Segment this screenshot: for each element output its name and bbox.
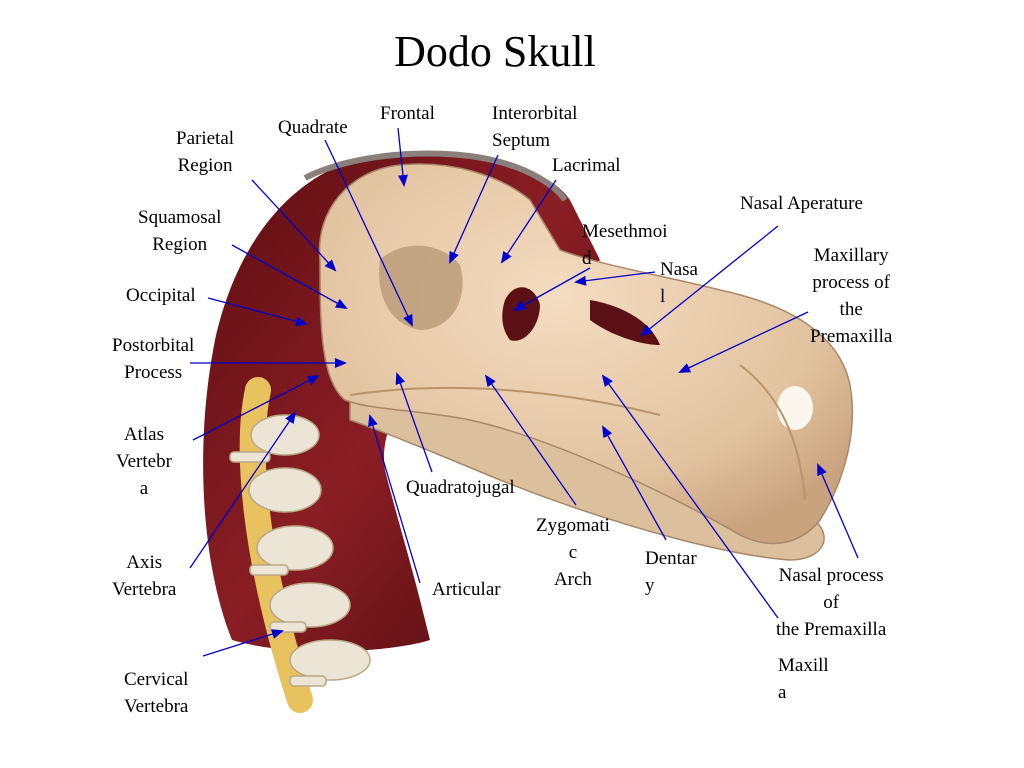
arrow-lacrimal <box>500 179 557 264</box>
arrow-maxillary <box>678 311 809 373</box>
arrow-cervical <box>202 629 284 657</box>
arrow-zygomatic <box>484 374 577 506</box>
label-parietal-region: Parietal Region <box>176 128 235 176</box>
label-occipital: Occipital <box>126 285 196 306</box>
orbit <box>379 245 463 330</box>
label-lacrimal: Lacrimal <box>552 155 621 176</box>
label-zygomatic-arch: Zygomati c Arch <box>536 515 610 590</box>
arrow-nasal-aperature <box>640 225 779 337</box>
beak-ridge <box>739 364 806 501</box>
beak-highlight <box>777 386 813 430</box>
label-frontal: Frontal <box>380 103 435 124</box>
label-axis-vertebra: Axis Vertebra <box>112 552 177 600</box>
arrow-quadrate <box>324 139 413 327</box>
skin-edge <box>303 150 568 202</box>
label-maxilla: Maxill a <box>778 655 829 703</box>
arrow-quadratojugal <box>395 372 433 473</box>
label-cervical-vertebra: Cervical Vertebra <box>124 669 189 717</box>
arrow-maxilla <box>601 374 779 619</box>
diagram-title: Dodo Skull <box>394 27 596 76</box>
label-nasal-aperature: Nasal Aperature <box>740 193 863 214</box>
arrow-atlas <box>192 375 320 441</box>
pointer-arrows <box>189 127 859 657</box>
label-nasal: Nasa l <box>660 259 698 307</box>
label-quadrate: Quadrate <box>278 117 348 138</box>
label-atlas-vertebra: Atlas Vertebr a <box>116 424 172 499</box>
arrow-nasal <box>574 271 656 286</box>
arrow-occipital <box>207 297 308 327</box>
arrow-axis <box>189 411 297 569</box>
jaw-line <box>349 386 661 416</box>
label-mesethmoid: Mesethmoi d <box>582 221 668 269</box>
arrow-parietal <box>251 179 337 272</box>
arrow-squamosal <box>231 244 348 309</box>
label-squamosal-region: Squamosal Region <box>138 207 222 255</box>
label-dentary: Dentar y <box>645 548 697 596</box>
vertebrae <box>229 414 371 687</box>
arrow-nasal-process <box>817 463 859 559</box>
label-interorbital-septum: Interorbital Septum <box>492 103 578 151</box>
spine-cord <box>239 377 313 713</box>
label-postorbital-process: Postorbital Process <box>112 335 195 383</box>
label-quadratojugal: Quadratojugal <box>406 477 515 498</box>
arrow-interorbital <box>449 154 499 264</box>
arrow-dentary <box>602 425 667 541</box>
label-maxillary-process: Maxillary process of the Premaxilla <box>810 245 893 347</box>
label-articular: Articular <box>432 579 501 600</box>
arrow-frontal <box>397 127 408 187</box>
arrow-articular <box>368 414 421 584</box>
arrow-mesethmoid <box>513 267 591 311</box>
label-nasal-process: Nasal process of the Premaxilla <box>776 565 887 640</box>
